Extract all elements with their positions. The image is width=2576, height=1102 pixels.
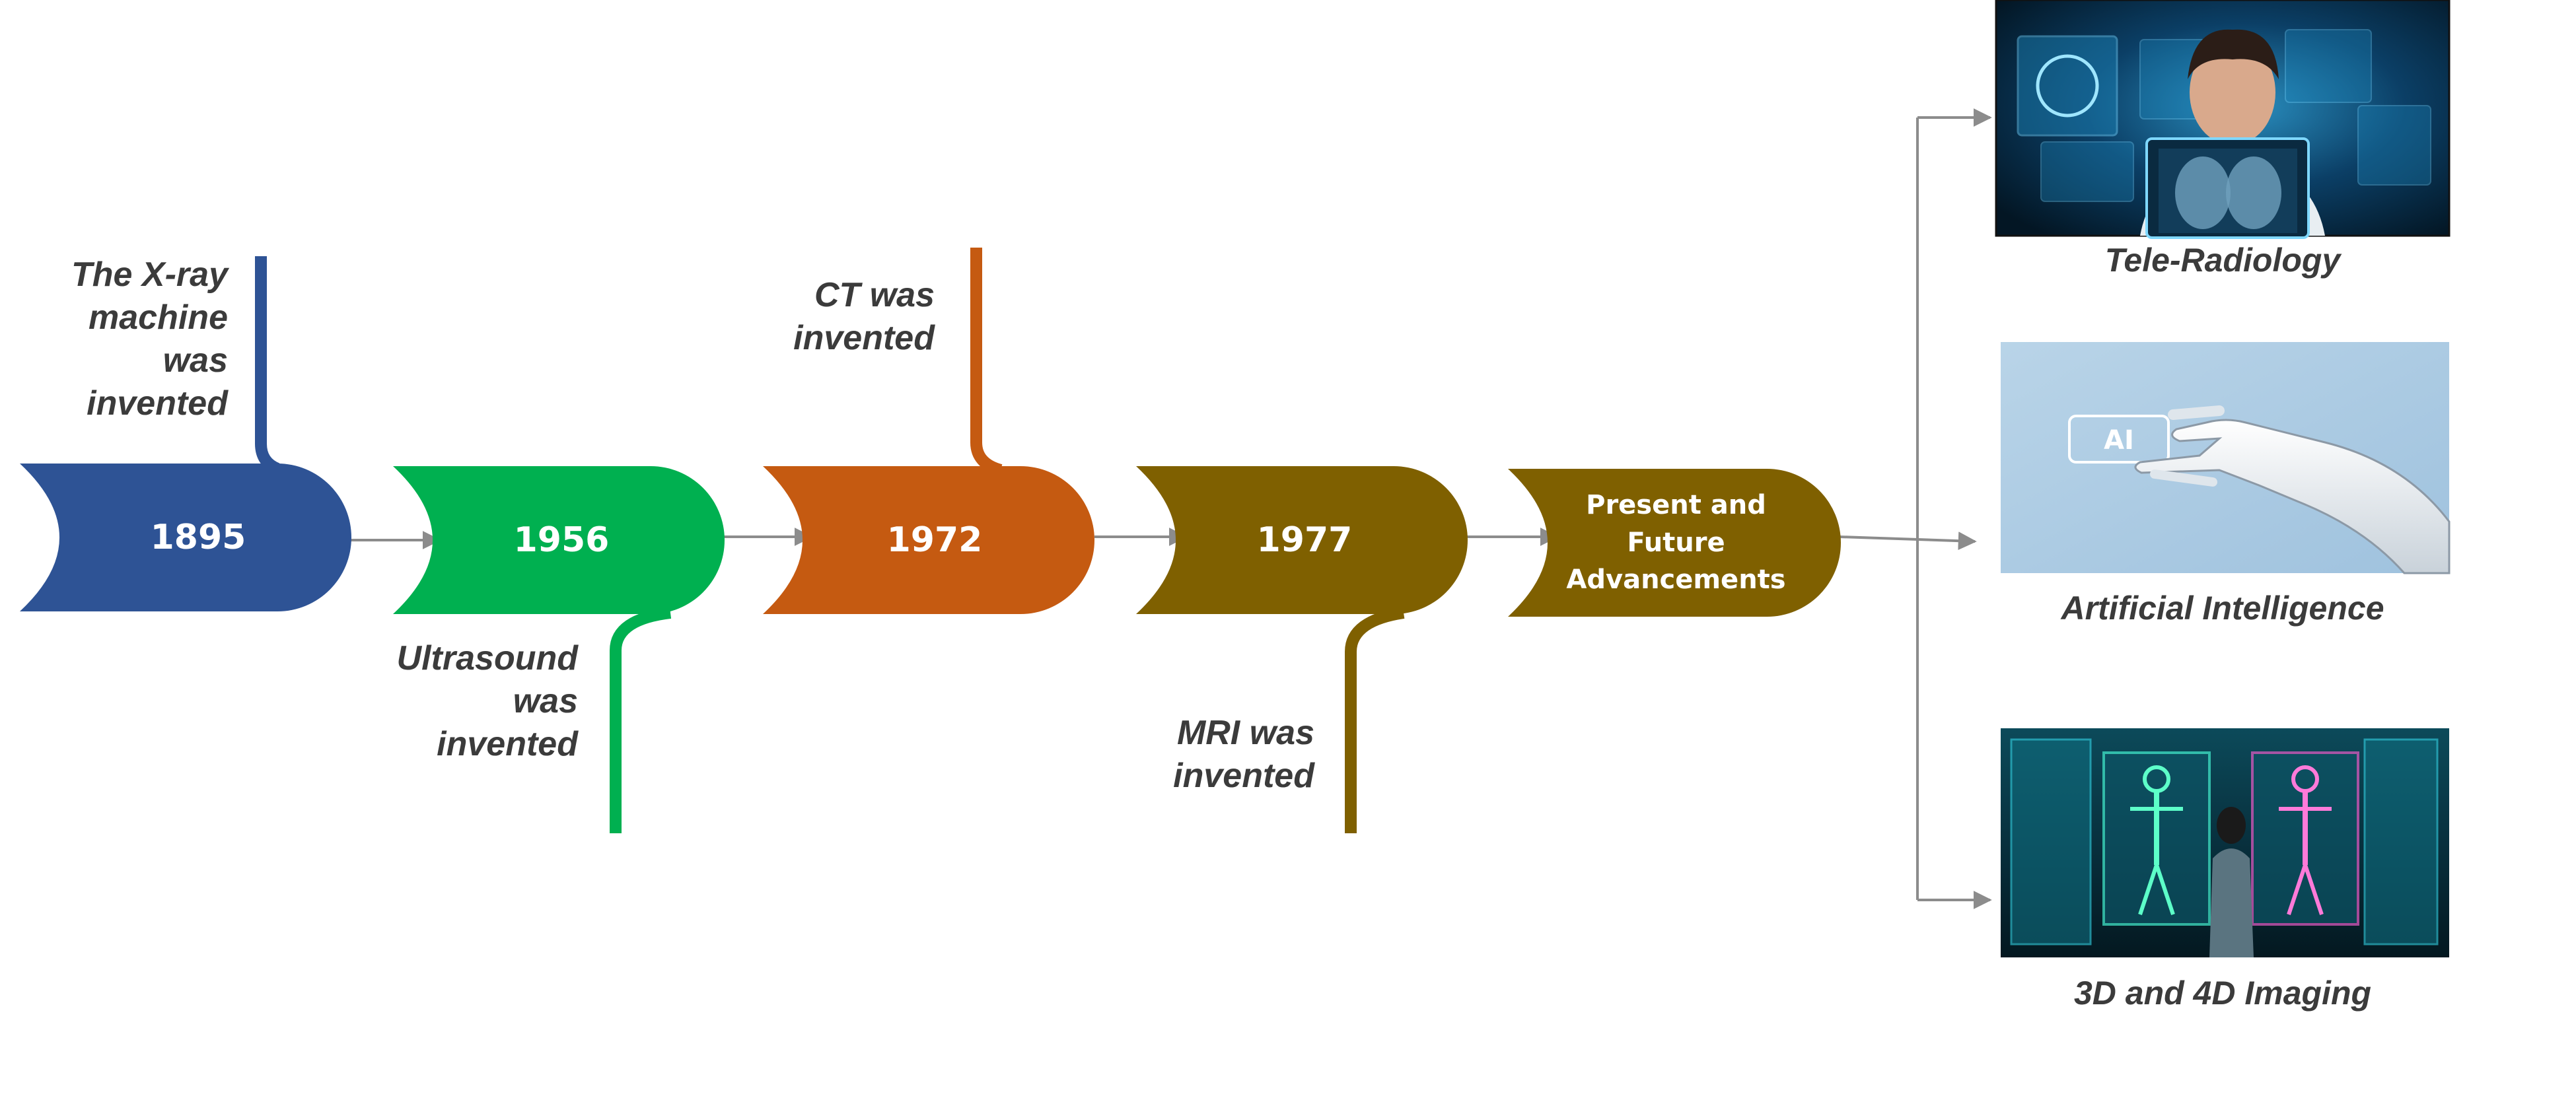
stem-1956 xyxy=(610,607,672,833)
node-label-1895: 1895 xyxy=(150,518,246,557)
node-label-1956: 1956 xyxy=(513,520,610,560)
node-shape-1977 xyxy=(1136,466,1468,614)
timeline-connectors xyxy=(349,108,1992,909)
node-shape-present xyxy=(1508,469,1841,617)
holographic-skeleton-imaging-image xyxy=(2001,728,2449,957)
node-label-1972: 1972 xyxy=(886,520,983,560)
event-ultrasound-text: Ultrasound was invented xyxy=(396,639,578,763)
stem-1895 xyxy=(255,256,280,475)
caption-artificial-intelligence: Artificial Intelligence xyxy=(2061,590,2384,627)
node-label-1977: 1977 xyxy=(1256,520,1353,560)
event-ct-text: CT was invented xyxy=(793,276,935,357)
node-shape-1895 xyxy=(20,464,351,611)
event-mri-text: MRI was invented xyxy=(1173,714,1314,795)
svg-text:AI: AI xyxy=(2104,425,2134,456)
stem-1977 xyxy=(1345,607,1405,833)
tele-radiology-image xyxy=(1995,0,2451,239)
node-shape-1956 xyxy=(393,466,725,614)
node-shape-1972 xyxy=(763,466,1094,614)
connector-arrow-to-ai xyxy=(1839,532,1977,551)
node-label-present-future: Present and Future Advancements xyxy=(1566,489,1786,596)
stem-1972 xyxy=(970,248,1003,476)
caption-3d-4d-imaging: 3D and 4D Imaging xyxy=(2073,975,2372,1012)
robot-hand-ai-image: AI xyxy=(2001,342,2451,574)
caption-tele-radiology: Tele-Radiology xyxy=(2104,242,2341,279)
event-xray-text: The X-ray machine was invented xyxy=(71,256,228,423)
timeline-nodes xyxy=(20,464,1841,617)
